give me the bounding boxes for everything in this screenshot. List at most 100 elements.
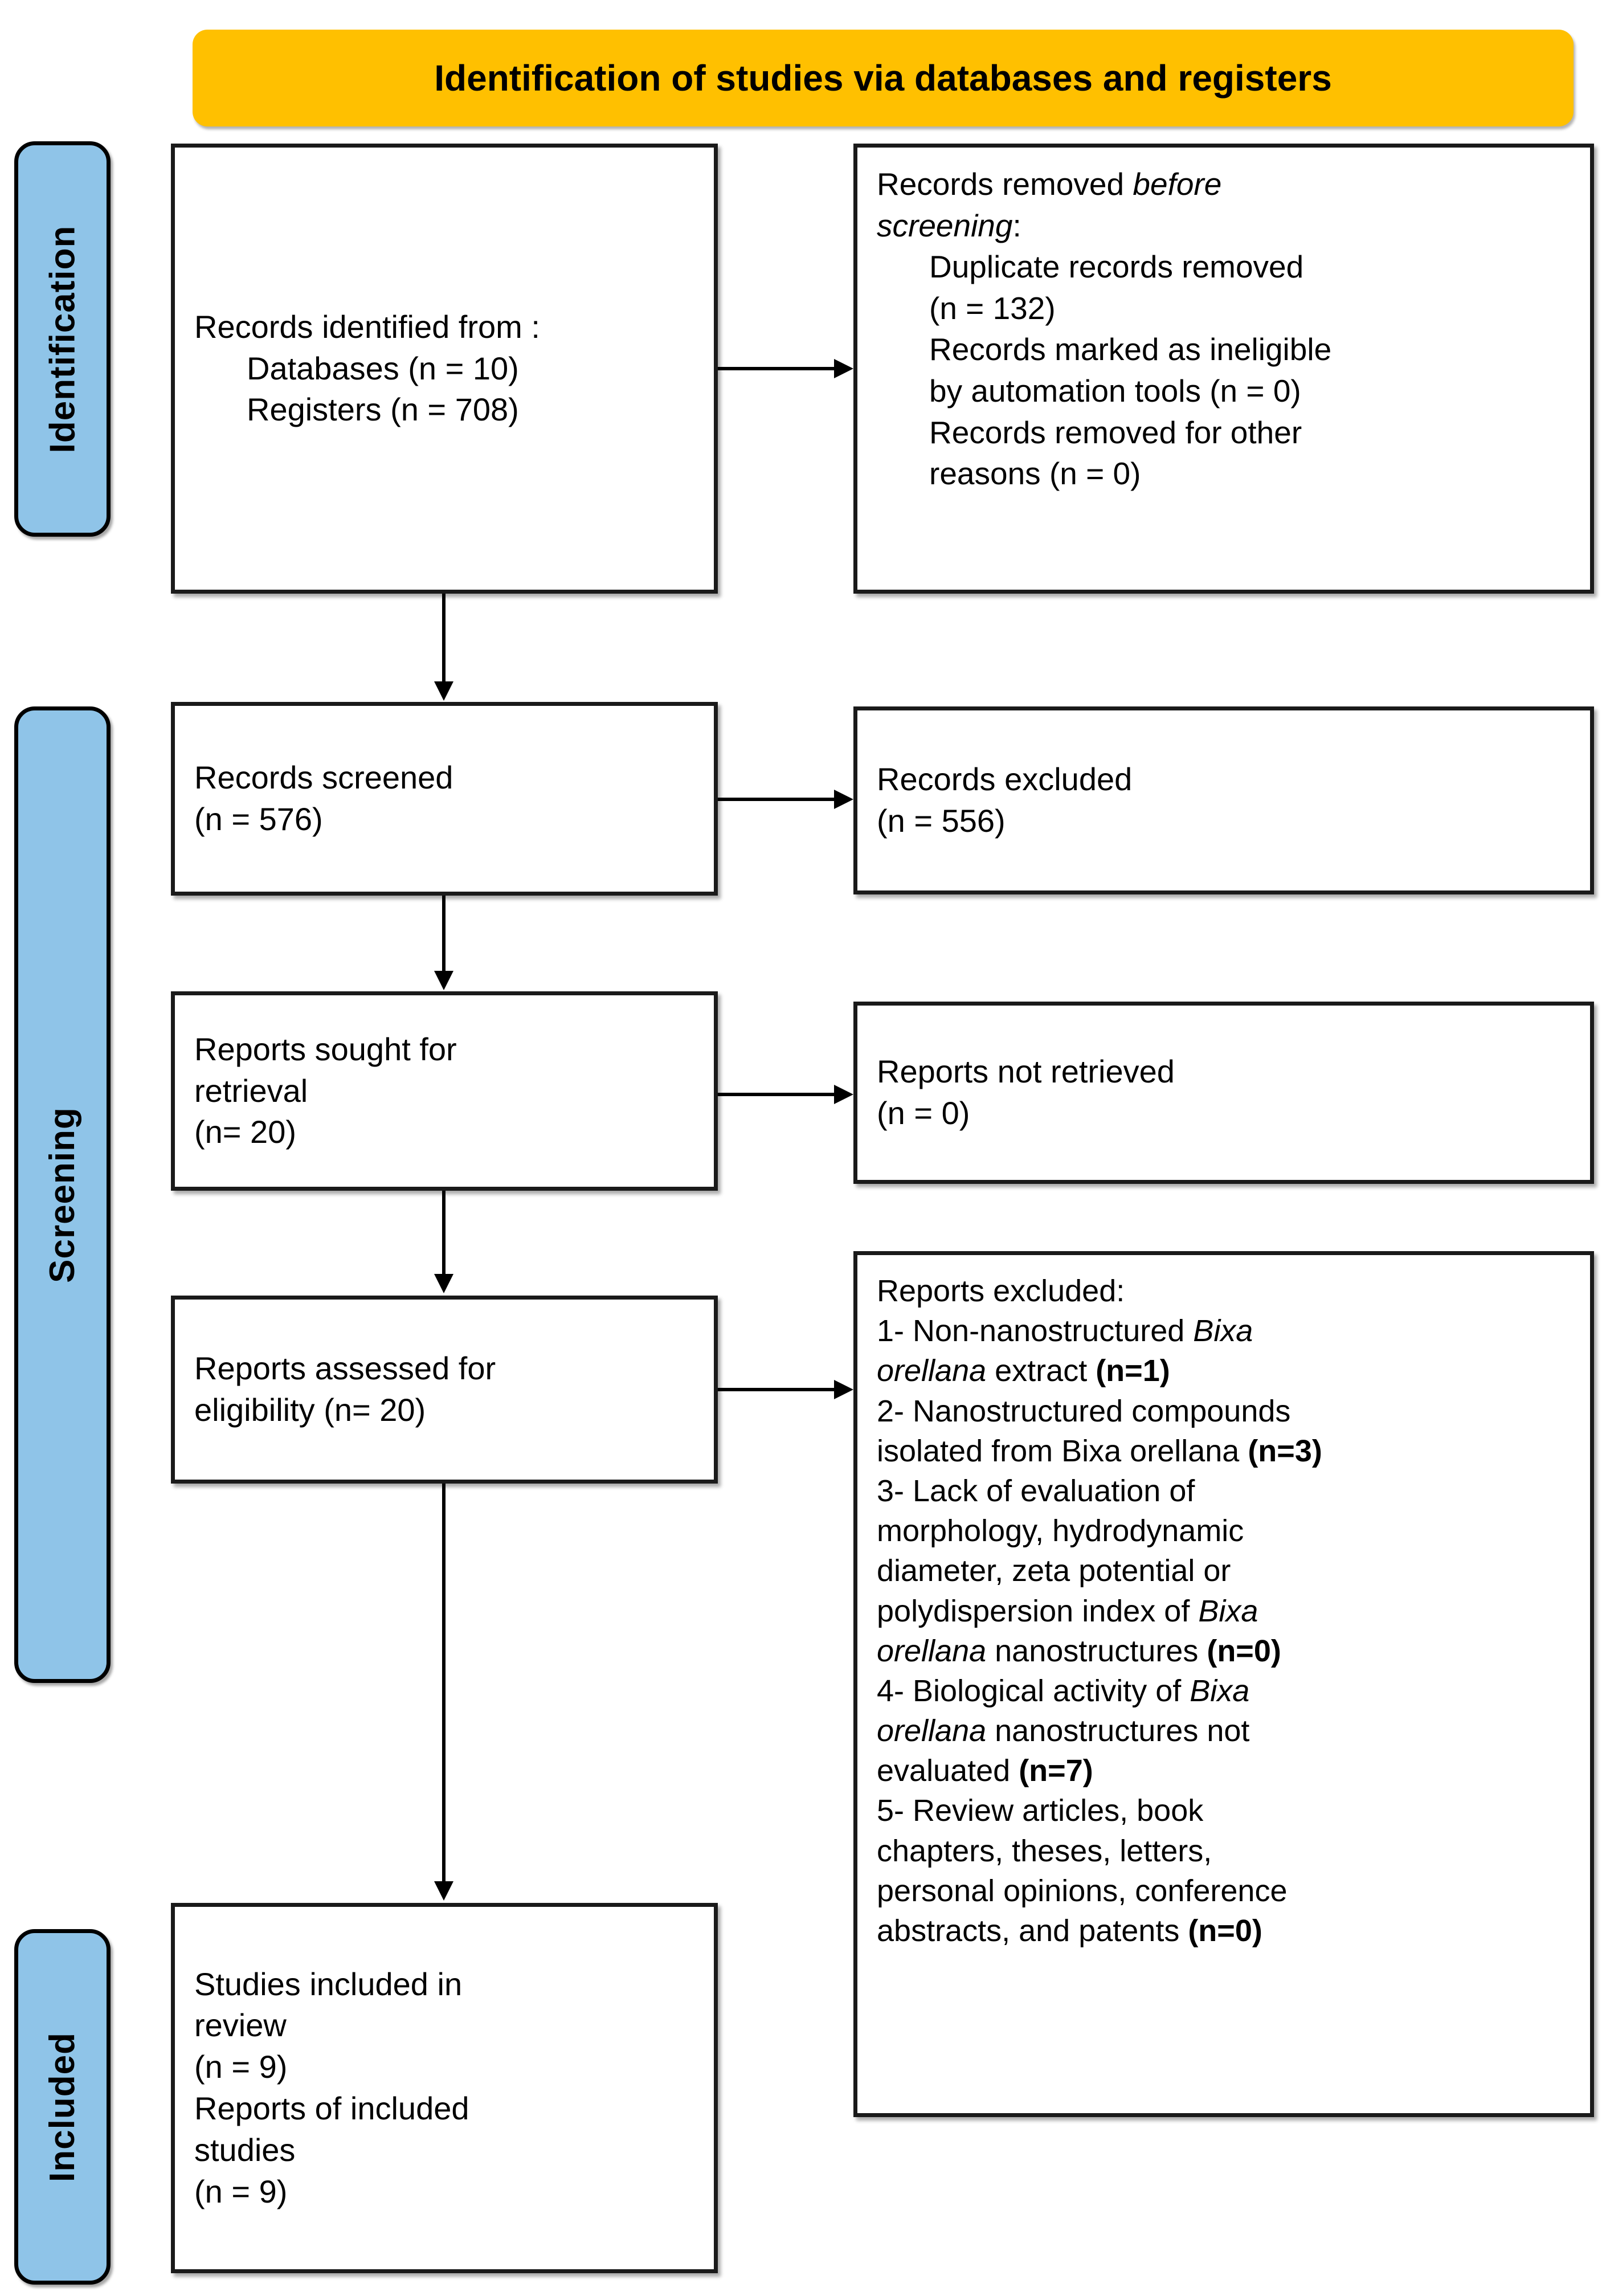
reports-excluded-item-1-genus: Bixa [1193, 1314, 1253, 1349]
arrowhead-assessed-to-reports-excluded [834, 1380, 853, 1399]
arrowhead-sought-to-not-retrieved [834, 1085, 853, 1104]
reports-excluded-item-5-line-3: personal opinions, conference [877, 1873, 1288, 1908]
reports-excluded-item-4-species: orellana [877, 1714, 987, 1748]
studies-included-line-1: Studies included in [194, 1966, 463, 2002]
diagram-title-banner: Identification of studies via databases … [193, 30, 1574, 126]
stage-bar-screening: Screening [14, 706, 111, 1683]
records-removed-line-1-italic: before [1133, 166, 1222, 202]
stage-label-identification: Identification [43, 225, 82, 453]
records-excluded-line-2: (n = 556) [877, 803, 1006, 839]
records-screened-line-1: Records screened [194, 759, 453, 796]
box-reports-not-retrieved: Reports not retrieved (n = 0) [853, 1002, 1594, 1184]
records-removed-line-7: Records removed for other [929, 414, 1302, 450]
records-removed-line-4: (n = 132) [929, 290, 1056, 326]
diagram-title-text: Identification of studies via databases … [434, 57, 1332, 99]
reports-excluded-item-3-text-2: nanostructures [986, 1633, 1207, 1668]
records-removed-line-5: Records marked as ineligible [929, 332, 1332, 367]
arrowhead-screened-to-sought [434, 971, 453, 990]
stage-label-included: Included [43, 2032, 82, 2182]
reports-not-retrieved-line-2: (n = 0) [877, 1095, 970, 1131]
reports-excluded-item-3-count: (n=0) [1207, 1633, 1281, 1668]
reports-excluded-item-1-line-1: 1- Non-nanostructured Bixa [877, 1311, 1571, 1351]
reports-assessed-line-1: Reports assessed for [194, 1350, 496, 1387]
box-studies-included: Studies included in review (n = 9) Repor… [171, 1903, 718, 2273]
records-removed-line-6: by automation tools (n = 0) [929, 373, 1301, 408]
records-removed-line-8: reasons (n = 0) [929, 456, 1141, 492]
records-removed-line-2-suffix: : [1012, 207, 1021, 243]
arrowhead-identified-to-screened [434, 681, 453, 701]
records-removed-line-2: screening: [877, 205, 1571, 247]
arrowhead-screened-to-excluded [834, 790, 853, 809]
connector-assessed-to-reports-excluded [718, 1388, 834, 1391]
records-removed-line-1-prefix: Records removed [877, 166, 1133, 202]
records-removed-line-3: Duplicate records removed [929, 249, 1304, 285]
records-identified-line-3: Registers (n = 708) [247, 391, 519, 428]
box-records-identified: Records identified from : Databases (n =… [171, 144, 718, 594]
reports-sought-line-1: Reports sought for [194, 1031, 457, 1067]
reports-excluded-item-1-text: 1- Non-nanostructured [877, 1314, 1194, 1349]
reports-excluded-item-4-text-3: evaluated [877, 1754, 1019, 1788]
reports-excluded-heading: Reports excluded: [877, 1274, 1125, 1308]
studies-included-line-3: (n = 9) [194, 2049, 288, 2085]
reports-excluded-item-4-text: 4- Biological activity of [877, 1673, 1190, 1708]
reports-excluded-item-3-genus: Bixa [1198, 1594, 1258, 1628]
box-records-removed-before-screening: Records removed before screening: Duplic… [853, 144, 1594, 594]
reports-excluded-item-2-line-1: 2- Nanostructured compounds [877, 1394, 1291, 1428]
reports-excluded-item-4-count: (n=7) [1019, 1754, 1093, 1788]
connector-sought-to-not-retrieved [718, 1093, 834, 1096]
records-identified-line-2: Databases (n = 10) [247, 350, 519, 386]
reports-excluded-item-4-line-1: 4- Biological activity of Bixa [877, 1671, 1571, 1711]
connector-screened-to-sought [442, 896, 446, 972]
reports-excluded-item-4-line-3: evaluated (n=7) [877, 1751, 1571, 1791]
reports-excluded-item-3-line-4: polydispersion index of Bixa [877, 1591, 1571, 1631]
arrowhead-assessed-to-included [434, 1881, 453, 1901]
reports-excluded-item-3-text: polydispersion index of [877, 1594, 1199, 1628]
reports-sought-line-3: (n= 20) [194, 1114, 296, 1150]
records-removed-line-2-italic: screening [877, 207, 1013, 243]
reports-excluded-item-5-line-1: 5- Review articles, book [877, 1794, 1204, 1828]
reports-excluded-item-1-count: (n=1) [1096, 1354, 1170, 1388]
records-screened-line-2: (n = 576) [194, 801, 323, 837]
connector-assessed-to-included [442, 1484, 446, 1882]
connector-identified-to-removed [718, 367, 834, 370]
reports-excluded-item-3-line-2: morphology, hydrodynamic [877, 1514, 1244, 1549]
reports-excluded-item-3-line-1: 3- Lack of evaluation of [877, 1473, 1195, 1508]
reports-sought-line-2: retrieval [194, 1072, 308, 1109]
records-identified-line-1: Records identified from : [194, 308, 540, 345]
reports-excluded-item-4-text-2: nanostructures not [986, 1714, 1250, 1748]
studies-included-line-4: Reports of included [194, 2090, 469, 2126]
stage-bar-included: Included [14, 1929, 111, 2285]
reports-excluded-item-5-text: abstracts, and patents [877, 1914, 1188, 1948]
reports-excluded-item-5-line-2: chapters, theses, letters, [877, 1833, 1212, 1868]
stage-bar-identification: Identification [14, 141, 111, 537]
reports-excluded-item-2-text: isolated from Bixa orellana [877, 1433, 1248, 1468]
box-reports-excluded-reasons: Reports excluded: 1- Non-nanostructured … [853, 1251, 1594, 2117]
box-records-screened: Records screened (n = 576) [171, 702, 718, 896]
connector-screened-to-excluded [718, 798, 834, 801]
reports-excluded-item-5-count: (n=0) [1188, 1914, 1262, 1948]
connector-sought-to-assessed [442, 1191, 446, 1275]
reports-excluded-item-3-line-5: orellana nanostructures (n=0) [877, 1631, 1571, 1671]
reports-excluded-item-1-species: orellana [877, 1354, 987, 1388]
records-excluded-line-1: Records excluded [877, 761, 1133, 798]
reports-excluded-item-3-species: orellana [877, 1633, 987, 1668]
studies-included-line-2: review [194, 2007, 287, 2044]
arrowhead-identified-to-removed [834, 359, 853, 378]
reports-assessed-line-2: eligibility (n= 20) [194, 1392, 426, 1428]
reports-excluded-item-2-count: (n=3) [1248, 1433, 1322, 1468]
reports-excluded-item-2-line-2: isolated from Bixa orellana (n=3) [877, 1431, 1571, 1471]
stage-label-screening: Screening [43, 1106, 82, 1283]
arrowhead-sought-to-assessed [434, 1274, 453, 1293]
studies-included-line-5: studies [194, 2131, 296, 2168]
box-reports-sought-for-retrieval: Reports sought for retrieval (n= 20) [171, 991, 718, 1191]
reports-excluded-item-4-line-2: orellana nanostructures not [877, 1711, 1571, 1751]
connector-identified-to-screened [442, 594, 446, 683]
reports-excluded-item-1-line-2: orellana extract (n=1) [877, 1351, 1571, 1391]
box-reports-assessed-for-eligibility: Reports assessed for eligibility (n= 20) [171, 1296, 718, 1484]
reports-not-retrieved-line-1: Reports not retrieved [877, 1053, 1175, 1090]
reports-excluded-item-4-genus: Bixa [1190, 1673, 1250, 1708]
reports-excluded-item-3-line-3: diameter, zeta potential or [877, 1554, 1231, 1588]
reports-excluded-item-5-line-4: abstracts, and patents (n=0) [877, 1911, 1571, 1951]
records-removed-line-1: Records removed before [877, 164, 1571, 205]
